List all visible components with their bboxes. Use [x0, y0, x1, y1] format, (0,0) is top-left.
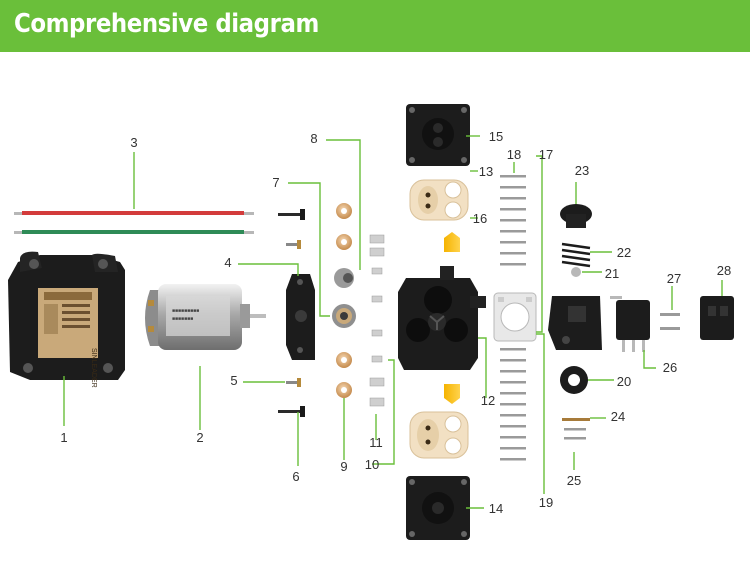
part-cover-bottom	[406, 476, 470, 540]
part-long-screws	[500, 175, 526, 461]
callout-22: 22	[616, 245, 632, 260]
callout-7: 7	[272, 175, 280, 190]
part-yellow-valves	[444, 232, 460, 404]
callout-5: 5	[230, 373, 238, 388]
part-diaphragm-top	[409, 179, 469, 221]
callout-14: 14	[488, 501, 504, 516]
svg-text:■■■■■■■■■: ■■■■■■■■■	[172, 308, 199, 314]
part-micro-switch	[610, 296, 650, 352]
part-spring-22	[561, 242, 591, 268]
part-brass-bushings	[336, 203, 352, 398]
callout-27: 27	[666, 271, 682, 286]
part-wires	[14, 211, 254, 234]
callout-17: 17	[538, 147, 554, 162]
callout-3: 3	[130, 135, 138, 150]
part-knob	[560, 204, 592, 228]
leader-lines	[63, 135, 723, 509]
part-diaphragm-bottom	[409, 411, 469, 459]
part-springs-pins	[369, 234, 385, 407]
svg-text:■■■■■■■: ■■■■■■■	[172, 316, 193, 322]
part-pump-body: SINLEADER	[8, 251, 125, 388]
part-connector-cover	[700, 296, 734, 340]
callout-11: 11	[369, 435, 383, 450]
callout-18: 18	[506, 147, 522, 162]
callout-25: 25	[566, 473, 582, 488]
part-screws-left	[278, 209, 305, 417]
part-eccentric-bearing	[332, 268, 356, 328]
callout-20: 20	[616, 374, 632, 389]
part-motor: ■■■■■■■■■ ■■■■■■■	[145, 284, 266, 350]
callout-16: 16	[472, 211, 488, 226]
callout-19: 19	[538, 495, 554, 510]
callout-13: 13	[478, 164, 494, 179]
part-clear-plate	[493, 292, 537, 342]
callout-21: 21	[604, 266, 620, 281]
pump-label-text: SINLEADER	[90, 348, 97, 388]
part-screws-27	[660, 313, 680, 330]
callout-1: 1	[60, 430, 68, 445]
callout-26: 26	[662, 360, 678, 375]
callout-28: 28	[716, 263, 732, 278]
parts-illustration: SINLEADER ■■■■■■■■■ ■■■■■■■	[8, 104, 734, 540]
part-switch-housing	[548, 296, 602, 350]
callout-2: 2	[196, 430, 204, 445]
part-bracket	[286, 274, 315, 360]
callout-12: 12	[480, 393, 496, 408]
exploded-parts-diagram: SINLEADER ■■■■■■■■■ ■■■■■■■	[0, 52, 750, 558]
part-pump-head	[398, 266, 486, 370]
part-small-screws	[562, 418, 590, 440]
callout-9: 9	[340, 459, 348, 474]
callout-4: 4	[224, 255, 232, 270]
callout-8: 8	[310, 131, 318, 146]
diagram-title: Comprehensive diagram	[14, 9, 319, 39]
part-steel-ball	[571, 267, 581, 277]
callout-6: 6	[292, 469, 300, 484]
callout-23: 23	[574, 163, 590, 178]
part-cover-top	[406, 104, 470, 166]
callout-24: 24	[610, 409, 626, 424]
callout-15: 15	[488, 129, 504, 144]
callout-10: 10	[364, 457, 380, 472]
header-banner: Comprehensive diagram	[0, 0, 750, 52]
